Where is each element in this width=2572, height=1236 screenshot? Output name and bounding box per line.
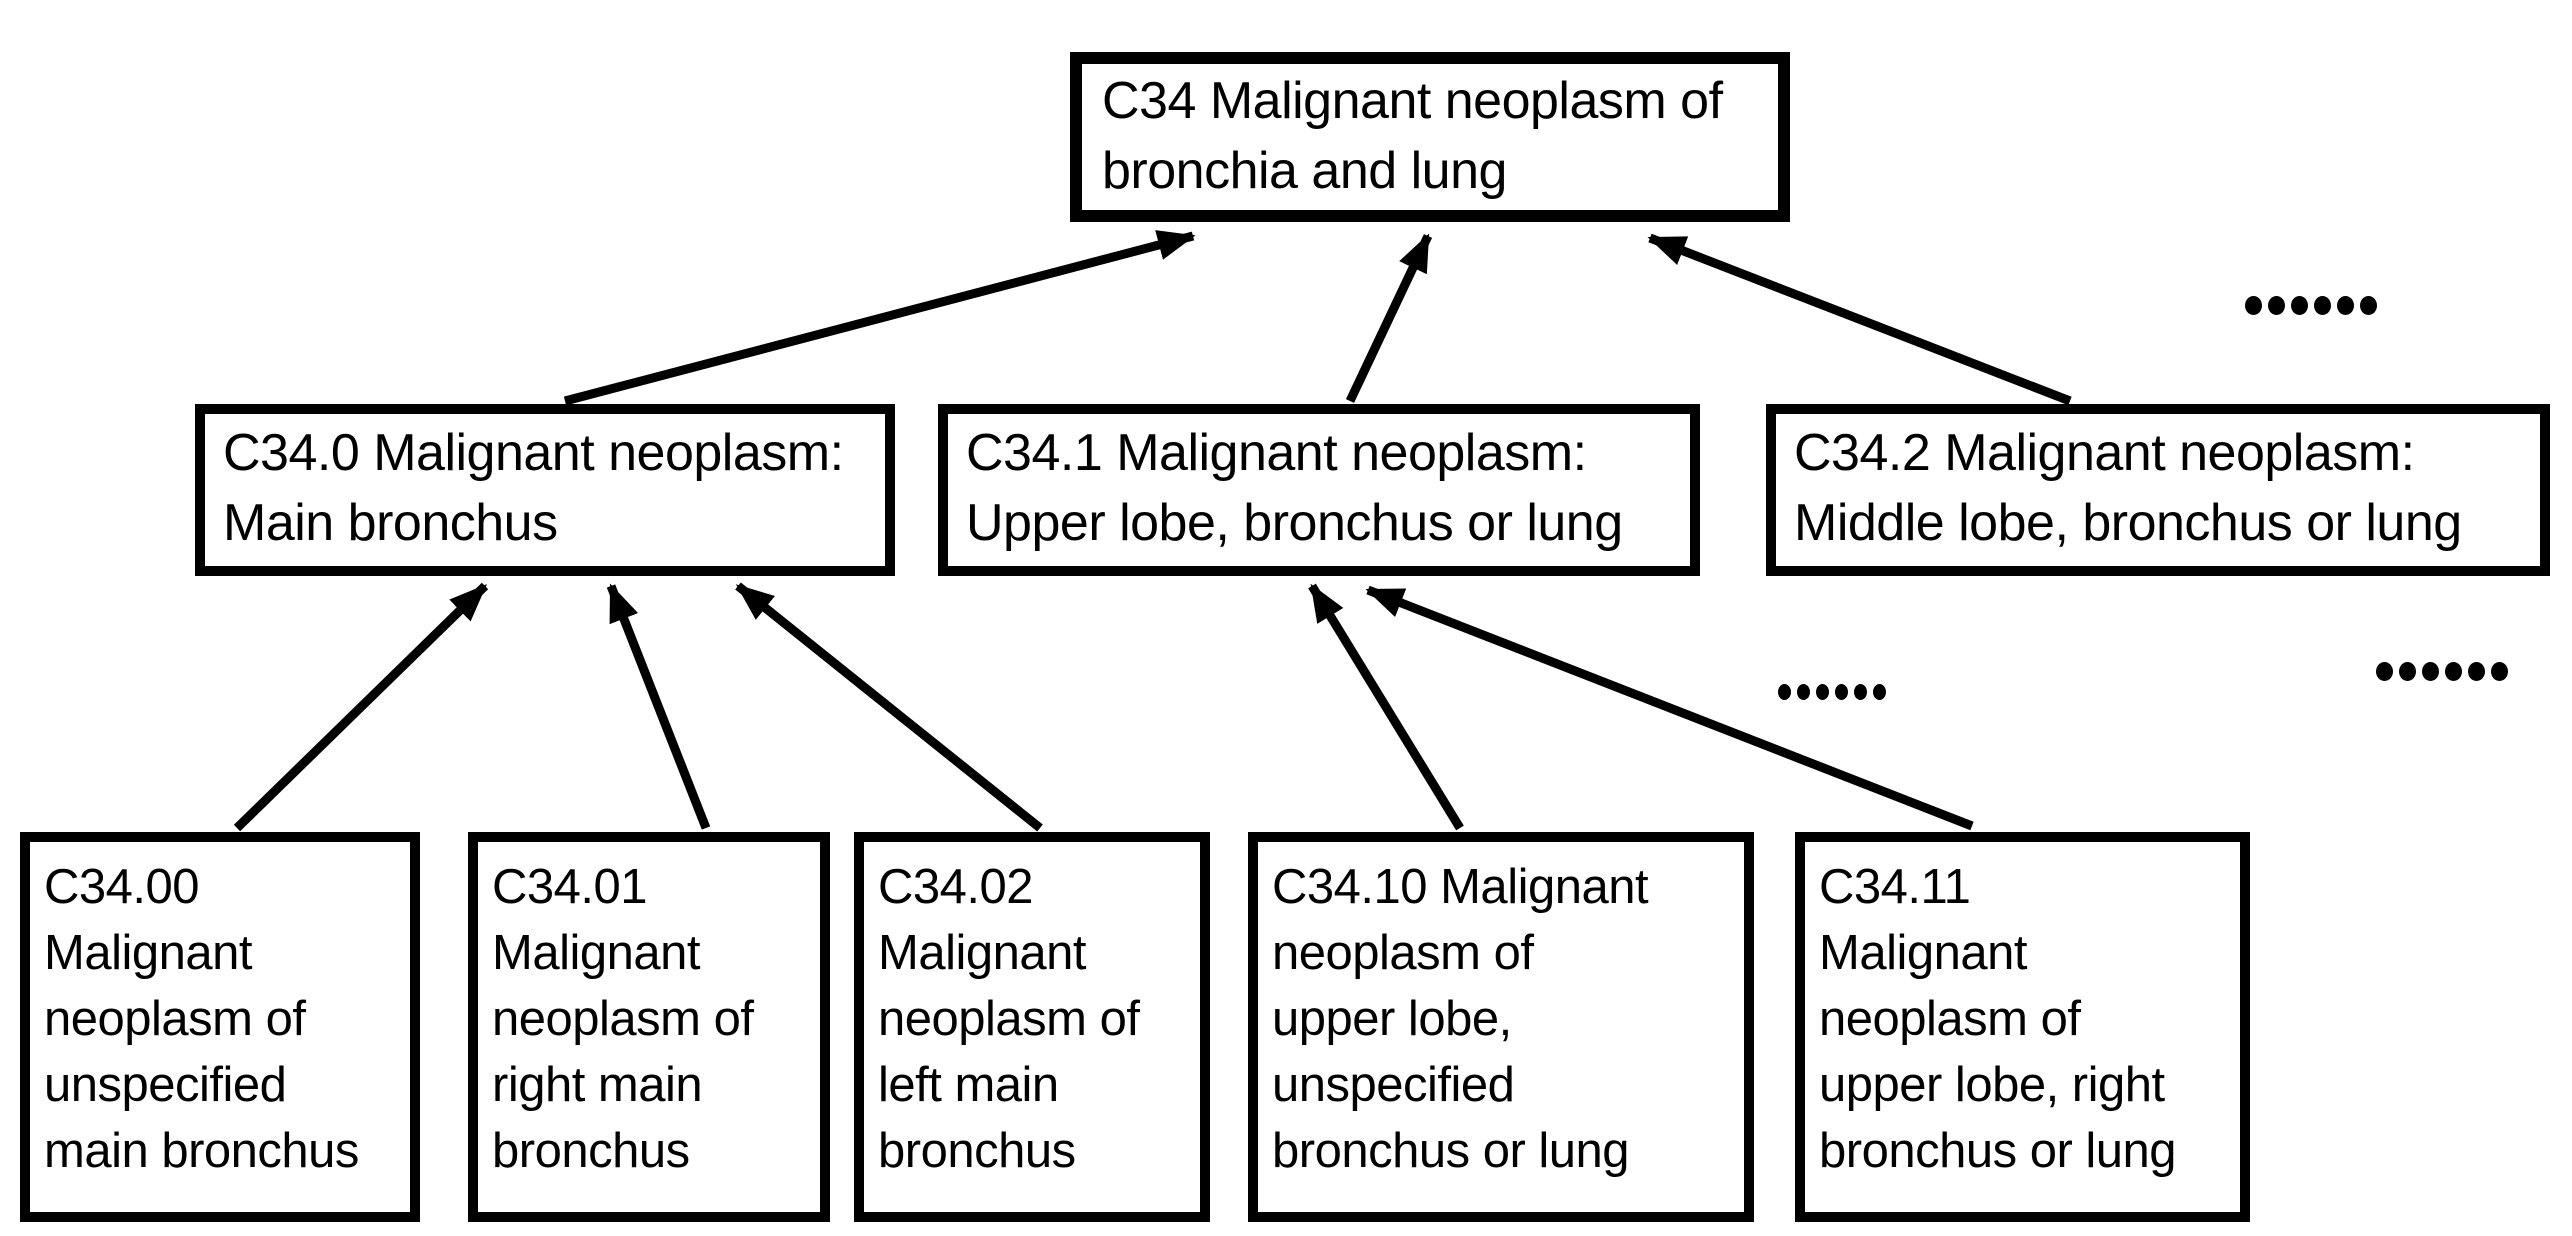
ellipsis-more-level3-right [2376, 662, 2514, 681]
arrow-c34-02-to-c34-0 [735, 582, 1043, 832]
node-c34-01-label: C34.01 Malignant neoplasm of right main … [492, 860, 754, 1178]
arrow-c34-11-to-c34-1 [1365, 585, 1974, 831]
arrow-c34-0-to-c34 [563, 230, 1196, 406]
node-c34-2: C34.2 Malignant neoplasm: Middle lobe, b… [1766, 404, 2550, 576]
node-c34-1-label: C34.1 Malignant neoplasm: Upper lobe, br… [966, 424, 1623, 552]
arrow-c34-2-to-c34 [1647, 233, 2072, 406]
ellipsis-more-level2-siblings [2245, 296, 2383, 315]
ellipsis-more-c34-1-children [1778, 684, 1892, 700]
node-c34-label: C34 Malignant neoplasm of bronchia and l… [1102, 72, 1723, 200]
arrow-c34-1-to-c34 [1345, 233, 1433, 403]
node-c34-00-label: C34.00 Malignant neoplasm of unspecified… [44, 860, 359, 1178]
node-c34-02-label: C34.02 Malignant neoplasm of left main b… [878, 860, 1140, 1178]
node-c34-0-label: C34.0 Malignant neoplasm: Main bronchus [223, 424, 844, 552]
arrow-c34-10-to-c34-1 [1308, 583, 1464, 831]
node-c34-1: C34.1 Malignant neoplasm: Upper lobe, br… [938, 404, 1700, 576]
node-c34-11: C34.11 Malignant neoplasm of upper lobe,… [1795, 832, 2250, 1222]
node-c34-10-label: C34.10 Malignant neoplasm of upper lobe,… [1272, 860, 1649, 1178]
node-c34-11-label: C34.11 Malignant neoplasm of upper lobe,… [1819, 860, 2177, 1178]
node-c34-00: C34.00 Malignant neoplasm of unspecified… [20, 832, 420, 1222]
node-c34-02: C34.02 Malignant neoplasm of left main b… [854, 832, 1210, 1222]
node-c34-01: C34.01 Malignant neoplasm of right main … [468, 832, 830, 1222]
node-c34-0: C34.0 Malignant neoplasm: Main bronchus [195, 404, 895, 576]
node-c34-2-label: C34.2 Malignant neoplasm: Middle lobe, b… [1794, 424, 2462, 552]
node-c34: C34 Malignant neoplasm of bronchia and l… [1070, 52, 1790, 222]
arrow-c34-01-to-c34-0 [606, 583, 711, 830]
arrow-c34-00-to-c34-0 [233, 582, 489, 832]
node-c34-10: C34.10 Malignant neoplasm of upper lobe,… [1248, 832, 1754, 1222]
